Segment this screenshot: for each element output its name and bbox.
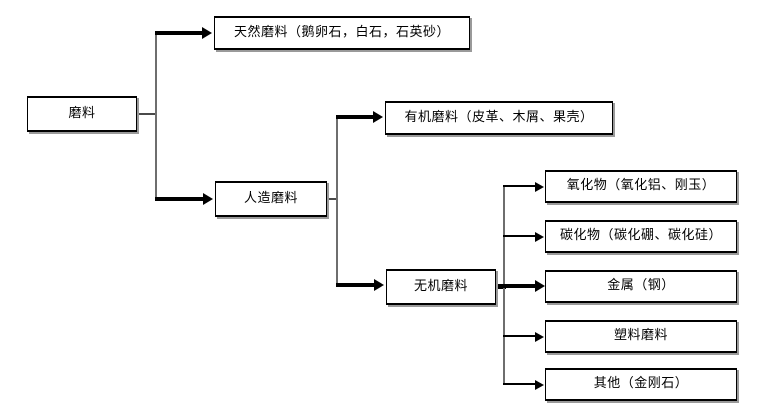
arrowhead-other bbox=[535, 380, 544, 390]
edge-root-trunk bbox=[155, 33, 157, 200]
arrowhead-organic bbox=[373, 111, 383, 123]
edge-inorganic-to-carbide bbox=[503, 235, 536, 237]
node-organic-abrasive-label: 有机磨料（皮革、木屑、果壳） bbox=[404, 109, 594, 125]
node-natural-abrasive-label: 天然磨料（鹅卵石，白石，石英砂） bbox=[233, 24, 450, 40]
arrowhead-synthetic bbox=[203, 193, 213, 205]
node-root-label: 磨料 bbox=[68, 105, 96, 121]
node-organic-abrasive[interactable]: 有机磨料（皮革、木屑、果壳） bbox=[385, 101, 613, 135]
edge-inorganic-to-metal bbox=[496, 284, 536, 288]
edge-synthetic-to-inorganic bbox=[336, 283, 375, 287]
node-carbide[interactable]: 碳化物（碳化硼、碳化硅） bbox=[545, 220, 737, 253]
node-carbide-label: 碳化物（碳化硼、碳化硅） bbox=[559, 228, 722, 244]
node-other[interactable]: 其他（金刚石） bbox=[545, 368, 737, 401]
node-plastic-abrasive-label: 塑料磨料 bbox=[613, 328, 668, 344]
edge-synthetic-to-organic bbox=[336, 115, 374, 119]
node-synthetic-abrasive-label: 人造磨料 bbox=[243, 190, 298, 206]
node-oxide-label: 氧化物（氧化铝、刚玉） bbox=[566, 178, 716, 194]
arrowhead-natural bbox=[202, 27, 212, 39]
node-metal[interactable]: 金属（钢） bbox=[545, 270, 737, 303]
edge-root-to-natural bbox=[155, 31, 203, 35]
node-natural-abrasive[interactable]: 天然磨料（鹅卵石，白石，石英砂） bbox=[214, 16, 470, 50]
edge-synthetic-trunk bbox=[336, 117, 338, 285]
edge-inorganic-to-oxide bbox=[503, 185, 536, 187]
edge-inorganic-to-plastic bbox=[503, 335, 536, 337]
node-other-label: 其他（金刚石） bbox=[593, 376, 689, 392]
node-inorganic-abrasive-label: 无机磨料 bbox=[413, 278, 468, 294]
arrowhead-carbide bbox=[535, 232, 544, 242]
arrowhead-plastic bbox=[535, 332, 544, 342]
node-root[interactable]: 磨料 bbox=[27, 96, 137, 132]
arrowhead-metal bbox=[535, 280, 545, 292]
node-metal-label: 金属（钢） bbox=[607, 278, 675, 294]
edge-synthetic-stub bbox=[327, 198, 337, 200]
arrowhead-oxide bbox=[535, 182, 544, 192]
node-plastic-abrasive[interactable]: 塑料磨料 bbox=[545, 320, 737, 353]
node-inorganic-abrasive[interactable]: 无机磨料 bbox=[386, 269, 496, 305]
edge-root-to-synthetic bbox=[155, 197, 204, 201]
node-oxide[interactable]: 氧化物（氧化铝、刚玉） bbox=[545, 170, 737, 203]
edge-inorganic-to-other bbox=[503, 383, 536, 385]
arrowhead-inorganic bbox=[374, 279, 384, 291]
edge-root-stub bbox=[137, 113, 156, 115]
node-synthetic-abrasive[interactable]: 人造磨料 bbox=[215, 181, 327, 217]
